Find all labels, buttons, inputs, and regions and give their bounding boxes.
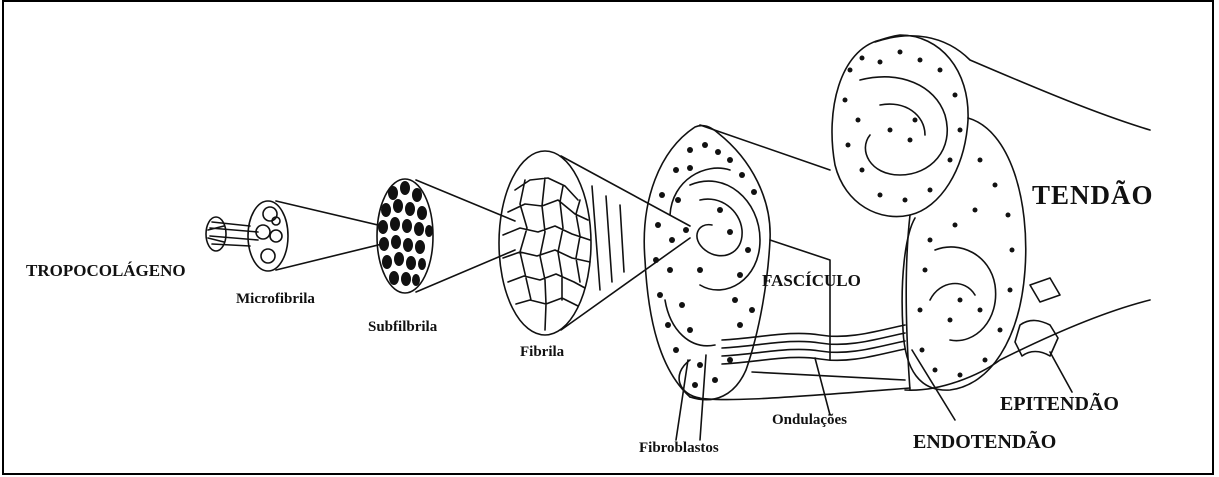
label-fibroblastos: Fibroblastos xyxy=(639,440,719,457)
label-fasciculo: FASCÍCULO xyxy=(762,271,861,291)
label-microfibrila: Microfibrila xyxy=(236,291,315,308)
fibril-shape xyxy=(499,151,690,335)
fascicle-dots xyxy=(653,142,757,388)
label-subfilbrila: Subfilbrila xyxy=(368,319,437,336)
label-tendao: TENDÃO xyxy=(1032,180,1154,211)
fascicle-shape xyxy=(644,125,910,400)
tendon-shape xyxy=(832,35,1150,390)
label-endotendao: ENDOTENDÃO xyxy=(913,431,1056,454)
label-tropocolageno: TROPOCOLÁGENO xyxy=(26,261,186,281)
label-epitendao: EPITENDÃO xyxy=(1000,393,1119,416)
label-fibrila: Fibrila xyxy=(520,344,564,361)
microfibril-shape xyxy=(248,201,382,271)
tendon-dots xyxy=(843,50,1015,378)
label-ondulacoes: Ondulações xyxy=(772,412,847,429)
